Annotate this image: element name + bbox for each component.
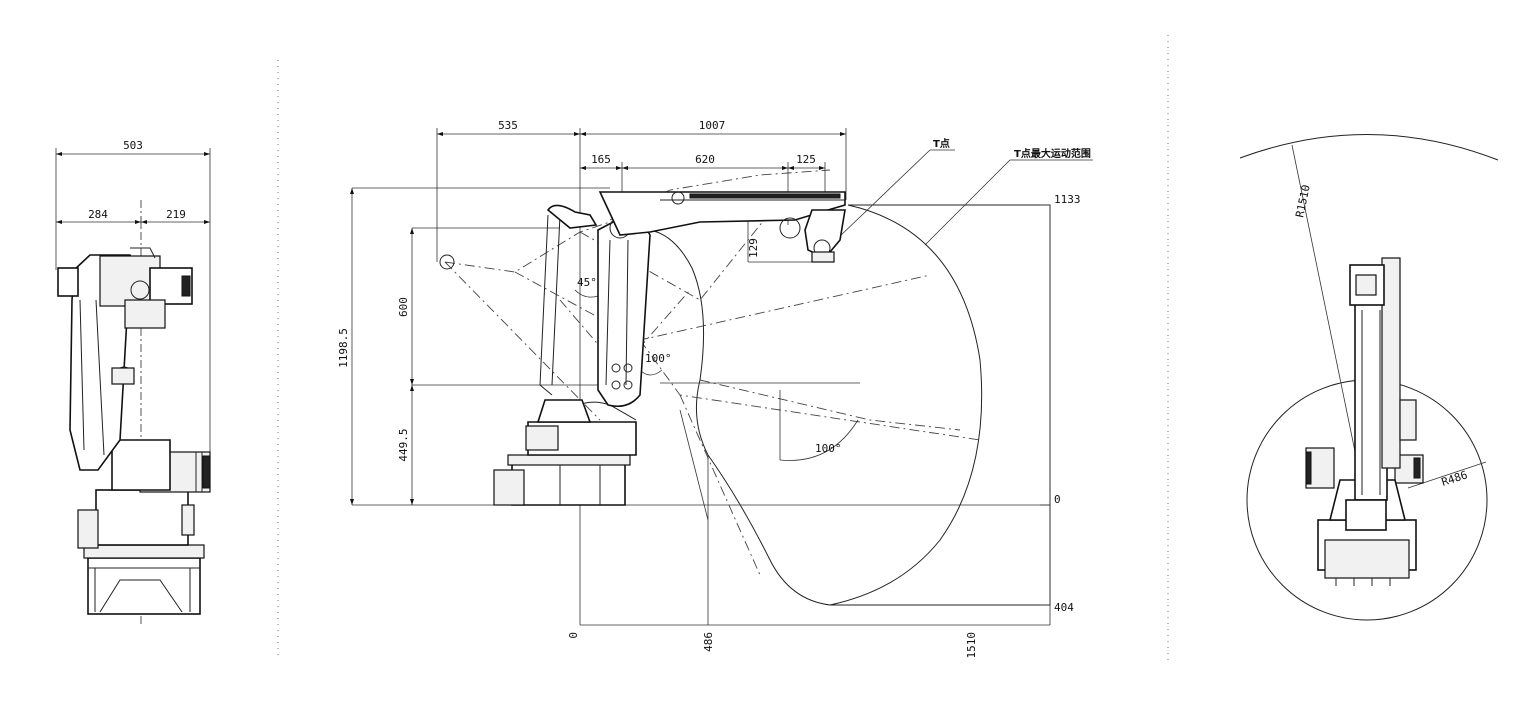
front-view: 503 284 219	[55, 139, 211, 625]
radius-r486: R486	[1440, 468, 1469, 489]
dim-535: 535	[498, 119, 518, 132]
dim-129: 129	[747, 238, 760, 258]
front-view-dimensions	[55, 148, 211, 470]
dim-404: 404	[1054, 601, 1074, 614]
dim-bottom-0: 0	[567, 632, 580, 639]
side-view: 1198.5 600 449.5 129 535 1007 165	[337, 119, 1093, 659]
angle-45-arc	[574, 289, 599, 298]
front-dim-503: 503	[123, 139, 143, 152]
t-range-label: T点最大运动范围	[1014, 147, 1091, 160]
angle-45: 45°	[577, 276, 597, 289]
t-point-leader	[837, 149, 955, 239]
inner-radius-leader	[1407, 461, 1487, 489]
dim-486: 486	[702, 632, 715, 652]
dim-1510: 1510	[965, 632, 978, 659]
angle-100-upper: 100°	[645, 352, 672, 365]
side-robot-body	[493, 191, 846, 506]
top-view: R1510 R486	[1239, 134, 1499, 621]
angle-100-lower: 100°	[815, 442, 842, 455]
arm-position-traces	[439, 169, 981, 576]
front-dim-284: 284	[88, 208, 108, 221]
dim-1007: 1007	[699, 119, 726, 132]
outer-reach-arc	[1239, 134, 1499, 161]
angle-100-upper-arc	[639, 369, 663, 376]
outer-radius-leader	[1291, 144, 1367, 506]
dim-1133: 1133	[1054, 193, 1081, 206]
motion-range-boundary	[649, 204, 1051, 606]
front-dim-219: 219	[166, 208, 186, 221]
top-robot-body	[1305, 257, 1424, 586]
dim-1198-5: 1198.5	[337, 328, 350, 368]
dim-620: 620	[695, 153, 715, 166]
t-point-label: T点	[933, 137, 950, 150]
motion-range-outer-arc	[829, 204, 983, 606]
dim-125: 125	[796, 153, 816, 166]
front-robot-body	[57, 247, 211, 615]
dim-449-5: 449.5	[397, 428, 410, 461]
dim-right-0: 0	[1054, 493, 1061, 506]
t-range-leader	[924, 159, 1093, 246]
dim-600: 600	[397, 297, 410, 317]
envelope-guides	[579, 204, 1051, 626]
dim-165: 165	[591, 153, 611, 166]
radius-r1510: R1510	[1293, 184, 1313, 219]
